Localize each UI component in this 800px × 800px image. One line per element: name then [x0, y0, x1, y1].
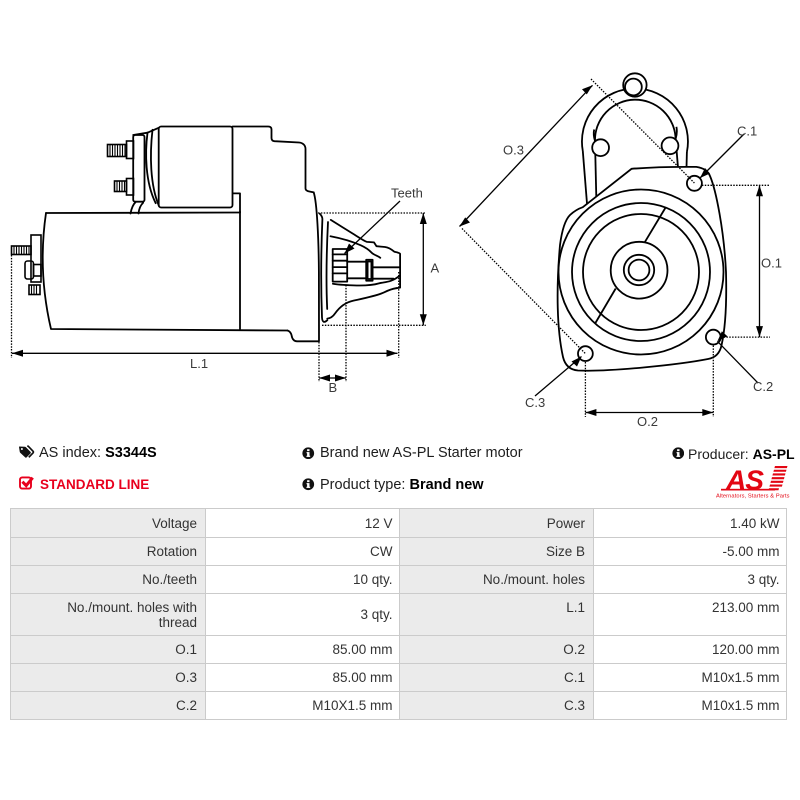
svg-text:C.3: C.3	[525, 395, 545, 410]
svg-text:AS: AS	[725, 465, 764, 496]
svg-text:O.2: O.2	[637, 414, 658, 429]
svg-text:O.1: O.1	[761, 256, 782, 271]
svg-text:C.1: C.1	[737, 124, 757, 139]
svg-text:Alternators, Starters & Parts: Alternators, Starters & Parts	[716, 494, 790, 500]
svg-text:L.1: L.1	[190, 356, 208, 371]
svg-text:C.2: C.2	[753, 379, 773, 394]
svg-text:O.3: O.3	[503, 143, 524, 158]
svg-text:A: A	[431, 261, 440, 276]
svg-text:B: B	[329, 380, 338, 395]
svg-text:Teeth: Teeth	[391, 186, 423, 201]
